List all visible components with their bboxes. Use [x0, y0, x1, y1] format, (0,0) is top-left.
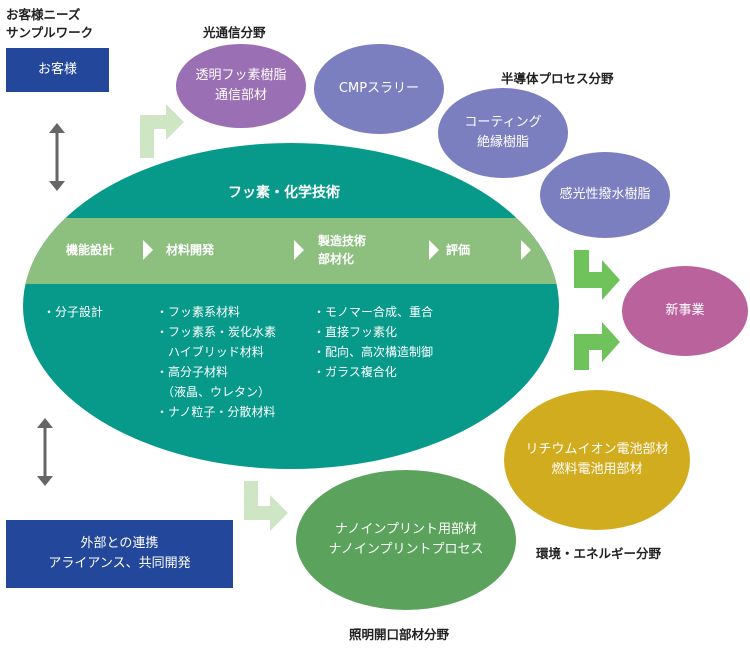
- stage-arrow-icon: [143, 240, 153, 260]
- core-title: フッ素・化学技術: [228, 185, 340, 201]
- field-label-energy: 環境・エネルギー分野: [536, 546, 662, 561]
- column-items: ・モノマー合成、重合 ・直接フッ素化 ・配向、高次構造制御 ・ガラス複合化: [313, 302, 433, 382]
- stage-arrow-icon: [294, 240, 304, 260]
- stage-arrow-icon: [521, 240, 531, 260]
- list-item: ・分子設計: [43, 305, 104, 319]
- list-item: ・ナノ粒子・分散材料: [156, 405, 276, 419]
- stage-label: 評価: [446, 243, 471, 257]
- stage-label: 材料開発: [166, 243, 215, 257]
- column-items: ・フッ素系材料 ・フッ素系・炭化水素 ハイブリッド材料 ・高分子材料 （液晶、ウ…: [156, 302, 276, 422]
- stage-label: 機能設計: [66, 243, 115, 257]
- bubble-nanoimprint: ナノインプリント用部材 ナノインプリントプロセス: [296, 470, 516, 610]
- bubble-optical-material: 透明フッ素樹脂 通信部材: [176, 44, 306, 128]
- list-item: ・配向、高次構造制御: [313, 345, 434, 359]
- list-item: （液晶、ウレタン）: [156, 385, 271, 399]
- partner-box: 外部との連携 アライアンス、共同開発: [6, 520, 233, 588]
- bubble-battery: リチウムイオン電池部材 燃料電池用部材: [504, 390, 690, 530]
- bent-arrow-icon: [244, 481, 288, 531]
- stage-label: 製造技術 部材化: [318, 234, 367, 266]
- bent-arrow-icon: [574, 322, 620, 370]
- bubble-new-business: 新事業: [622, 266, 748, 356]
- column-items: ・分子設計: [43, 302, 103, 322]
- list-item: ・直接フッ素化: [313, 325, 398, 339]
- double-arrow-icon: [37, 418, 53, 486]
- field-label-optical: 光通信分野: [203, 25, 266, 40]
- customer-box: お客様: [6, 48, 109, 92]
- bent-arrow-icon: [140, 104, 184, 158]
- process-band: [23, 218, 559, 284]
- bent-arrow-icon: [574, 250, 620, 300]
- list-item: ・フッ素系材料: [156, 305, 241, 319]
- field-label-lighting: 照明開口部材分野: [349, 627, 450, 642]
- bubble-coating: コーティング 絶縁樹脂: [438, 88, 568, 178]
- list-item: ・モノマー合成、重合: [313, 305, 434, 319]
- double-arrow-icon: [49, 123, 65, 191]
- field-label-semiconductor: 半導体プロセス分野: [501, 71, 614, 86]
- customer-needs-label: お客様ニーズ サンプルワーク: [6, 7, 94, 40]
- list-item: ・フッ素系・炭化水素: [156, 325, 277, 339]
- list-item: ・ガラス複合化: [313, 365, 397, 379]
- list-item: ハイブリッド材料: [156, 345, 264, 359]
- list-item: ・高分子材料: [156, 365, 229, 379]
- stage-arrow-icon: [429, 240, 439, 260]
- bubble-cmp: CMPスラリー: [314, 44, 444, 134]
- bubble-photoresist: 感光性撥水樹脂: [540, 152, 670, 238]
